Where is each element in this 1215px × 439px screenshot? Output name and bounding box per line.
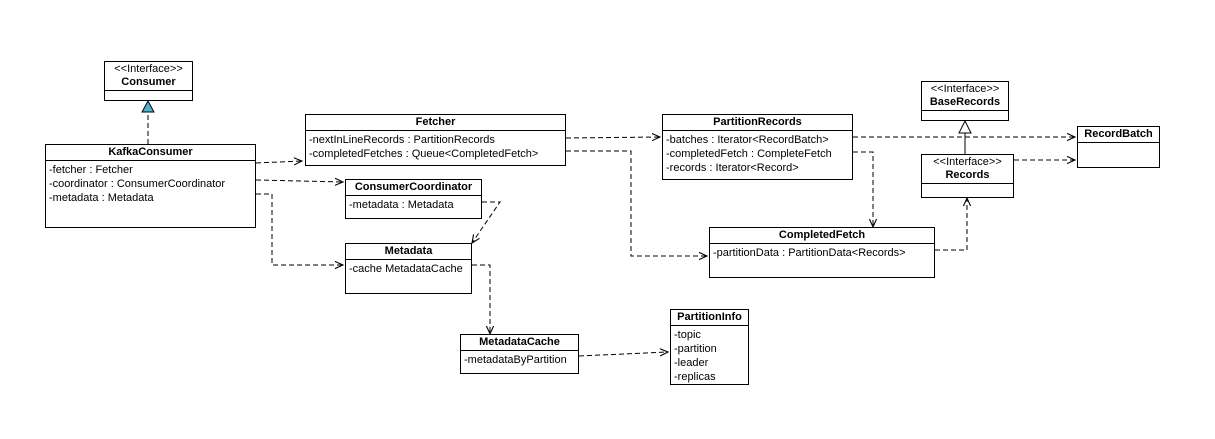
class-partition-info[interactable]: PartitionInfo -topic -partition -leader … <box>670 309 749 385</box>
class-completed-fetch-attributes: -partitionData : PartitionData<Records> <box>710 244 934 262</box>
attribute: -records : Iterator<Record> <box>666 162 799 174</box>
attribute: -replicas <box>674 371 716 383</box>
class-partition-records-name: PartitionRecords <box>713 116 802 128</box>
class-metadata-cache[interactable]: MetadataCache -metadataByPartition <box>460 334 579 374</box>
edge-coordinator-metadata <box>472 201 501 243</box>
class-partition-records-header: PartitionRecords <box>663 115 852 131</box>
edge-metadatacache-partitioninfo <box>578 352 668 357</box>
class-metadata-attributes: -cache MetadataCache <box>346 260 471 278</box>
class-records-name: Records <box>945 169 990 181</box>
attribute: -leader <box>674 357 709 369</box>
class-consumer-stereotype: <<Interface>> <box>114 63 183 75</box>
class-record-batch-name: RecordBatch <box>1084 128 1153 140</box>
class-records-header: <<Interface>> Records <box>922 155 1013 184</box>
edge-metadata-metadatacache <box>472 264 490 334</box>
attribute: -fetcher : Fetcher <box>49 164 133 176</box>
class-consumer-header: <<Interface>> Consumer <box>105 62 192 91</box>
class-consumer-name: Consumer <box>121 76 176 88</box>
class-fetcher[interactable]: Fetcher -nextInLineRecords : PartitionRe… <box>305 114 566 166</box>
class-record-batch[interactable]: RecordBatch <box>1077 126 1160 168</box>
class-consumer-coordinator-name: ConsumerCoordinator <box>354 181 473 193</box>
attribute: -metadataByPartition <box>464 354 567 366</box>
class-kafka-consumer-name: KafkaConsumer <box>108 146 193 158</box>
class-fetcher-header: Fetcher <box>306 115 565 131</box>
class-consumer-coordinator-attributes: -metadata : Metadata <box>346 196 481 214</box>
class-partition-info-attributes: -topic -partition -leader -replicas <box>671 326 748 386</box>
edge-kafkaconsumer-fetcher <box>255 161 302 163</box>
edge-fetcher-partitionrecords <box>565 137 660 138</box>
attribute: -partition <box>674 343 717 355</box>
edge-partitionrecords-completedfetch <box>853 151 873 227</box>
class-metadata-name: Metadata <box>384 245 433 257</box>
attribute: -nextInLineRecords : PartitionRecords <box>309 134 495 146</box>
attribute: -cache MetadataCache <box>349 263 463 275</box>
class-records[interactable]: <<Interface>> Records <box>921 154 1014 198</box>
edge-completedfetch-records <box>935 198 967 251</box>
attribute: -metadata : Metadata <box>49 192 154 204</box>
class-record-batch-header: RecordBatch <box>1078 127 1159 143</box>
class-partition-records-attributes: -batches : Iterator<RecordBatch> -comple… <box>663 131 852 177</box>
attribute: -completedFetch : CompleteFetch <box>666 148 832 160</box>
attribute: -coordinator : ConsumerCoordinator <box>49 178 226 190</box>
attribute: -batches : Iterator<RecordBatch> <box>666 134 829 146</box>
edge-kafkaconsumer-coordinator <box>255 180 343 182</box>
attribute: -completedFetches : Queue<CompletedFetch… <box>309 148 539 160</box>
class-base-records-header: <<Interface>> BaseRecords <box>922 82 1008 111</box>
attribute: -partitionData : PartitionData<Records> <box>713 247 906 259</box>
class-partition-info-name: PartitionInfo <box>677 311 742 323</box>
attribute: -topic <box>674 329 701 341</box>
class-completed-fetch[interactable]: CompletedFetch -partitionData : Partitio… <box>709 227 935 278</box>
class-completed-fetch-header: CompletedFetch <box>710 228 934 244</box>
class-fetcher-attributes: -nextInLineRecords : PartitionRecords -c… <box>306 131 565 163</box>
edge-kafkaconsumer-metadata <box>256 193 343 265</box>
class-consumer[interactable]: <<Interface>> Consumer <box>104 61 193 101</box>
class-records-stereotype: <<Interface>> <box>933 156 1002 168</box>
realization-triangle-baserecords <box>958 119 972 134</box>
class-kafka-consumer-attributes: -fetcher : Fetcher -coordinator : Consum… <box>46 161 255 207</box>
class-metadata-cache-name: MetadataCache <box>479 336 560 348</box>
class-completed-fetch-name: CompletedFetch <box>778 229 866 241</box>
class-kafka-consumer[interactable]: KafkaConsumer -fetcher : Fetcher -coordi… <box>45 144 256 228</box>
class-base-records-stereotype: <<Interface>> <box>930 83 1000 95</box>
class-partition-records[interactable]: PartitionRecords -batches : Iterator<Rec… <box>662 114 853 180</box>
class-consumer-coordinator-header: ConsumerCoordinator <box>346 180 481 196</box>
class-base-records[interactable]: <<Interface>> BaseRecords <box>921 81 1009 121</box>
class-fetcher-name: Fetcher <box>415 116 456 128</box>
class-base-records-name: BaseRecords <box>929 96 1001 108</box>
class-metadata[interactable]: Metadata -cache MetadataCache <box>345 243 472 294</box>
class-partition-info-header: PartitionInfo <box>671 310 748 326</box>
class-consumer-coordinator[interactable]: ConsumerCoordinator -metadata : Metadata <box>345 179 482 219</box>
attribute: -metadata : Metadata <box>349 199 454 211</box>
class-kafka-consumer-header: KafkaConsumer <box>46 145 255 161</box>
class-metadata-cache-header: MetadataCache <box>461 335 578 351</box>
edge-fetcher-completedfetch <box>566 150 707 256</box>
class-metadata-cache-attributes: -metadataByPartition <box>461 351 578 369</box>
class-metadata-header: Metadata <box>346 244 471 260</box>
realization-triangle-consumer <box>141 99 155 113</box>
